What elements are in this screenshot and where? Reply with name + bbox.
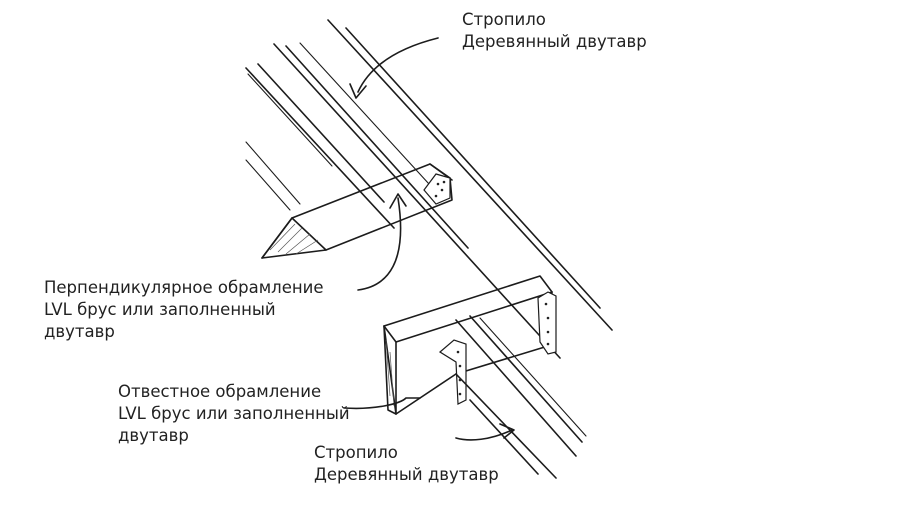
top-rafter-ijoist (273, 19, 613, 359)
label-bottom-rafter-line2: Деревянный двутавр (314, 465, 499, 484)
label-top-rafter: Стропило Деревянный двутавр (462, 9, 647, 53)
upper-joist-hanger (423, 173, 451, 205)
label-top-rafter-line1: Стропило (462, 10, 546, 29)
plumb-framing-member (383, 275, 553, 415)
label-plumb-framing-line1: Отвестное обрамление (118, 382, 322, 401)
lower-joist-hanger-left (438, 339, 467, 405)
label-perpendicular-framing-line3: двутавр (44, 322, 115, 341)
arrow-top-rafter (349, 37, 439, 99)
arrow-bottom-rafter (455, 423, 515, 441)
arrow-plumb-framing (343, 397, 421, 410)
label-plumb-framing-line2: LVL брус или заполненный (118, 404, 350, 423)
label-plumb-framing: Отвестное обрамление LVL брус или заполн… (118, 381, 350, 447)
label-plumb-framing-line3: двутавр (118, 426, 189, 445)
label-perpendicular-framing-line2: LVL брус или заполненный (44, 300, 276, 319)
label-perpendicular-framing: Перпендикулярное обрамление LVL брус или… (44, 277, 324, 343)
label-perpendicular-framing-line1: Перпендикулярное обрамление (44, 278, 324, 297)
label-bottom-rafter-line1: Стропило (314, 443, 398, 462)
left-rafter-ijoist (245, 63, 395, 229)
arrow-perpendicular-framing (357, 193, 407, 291)
lower-joist-hanger-right (537, 291, 557, 355)
label-bottom-rafter: Стропило Деревянный двутавр (314, 442, 499, 486)
label-top-rafter-line2: Деревянный двутавр (462, 32, 647, 51)
